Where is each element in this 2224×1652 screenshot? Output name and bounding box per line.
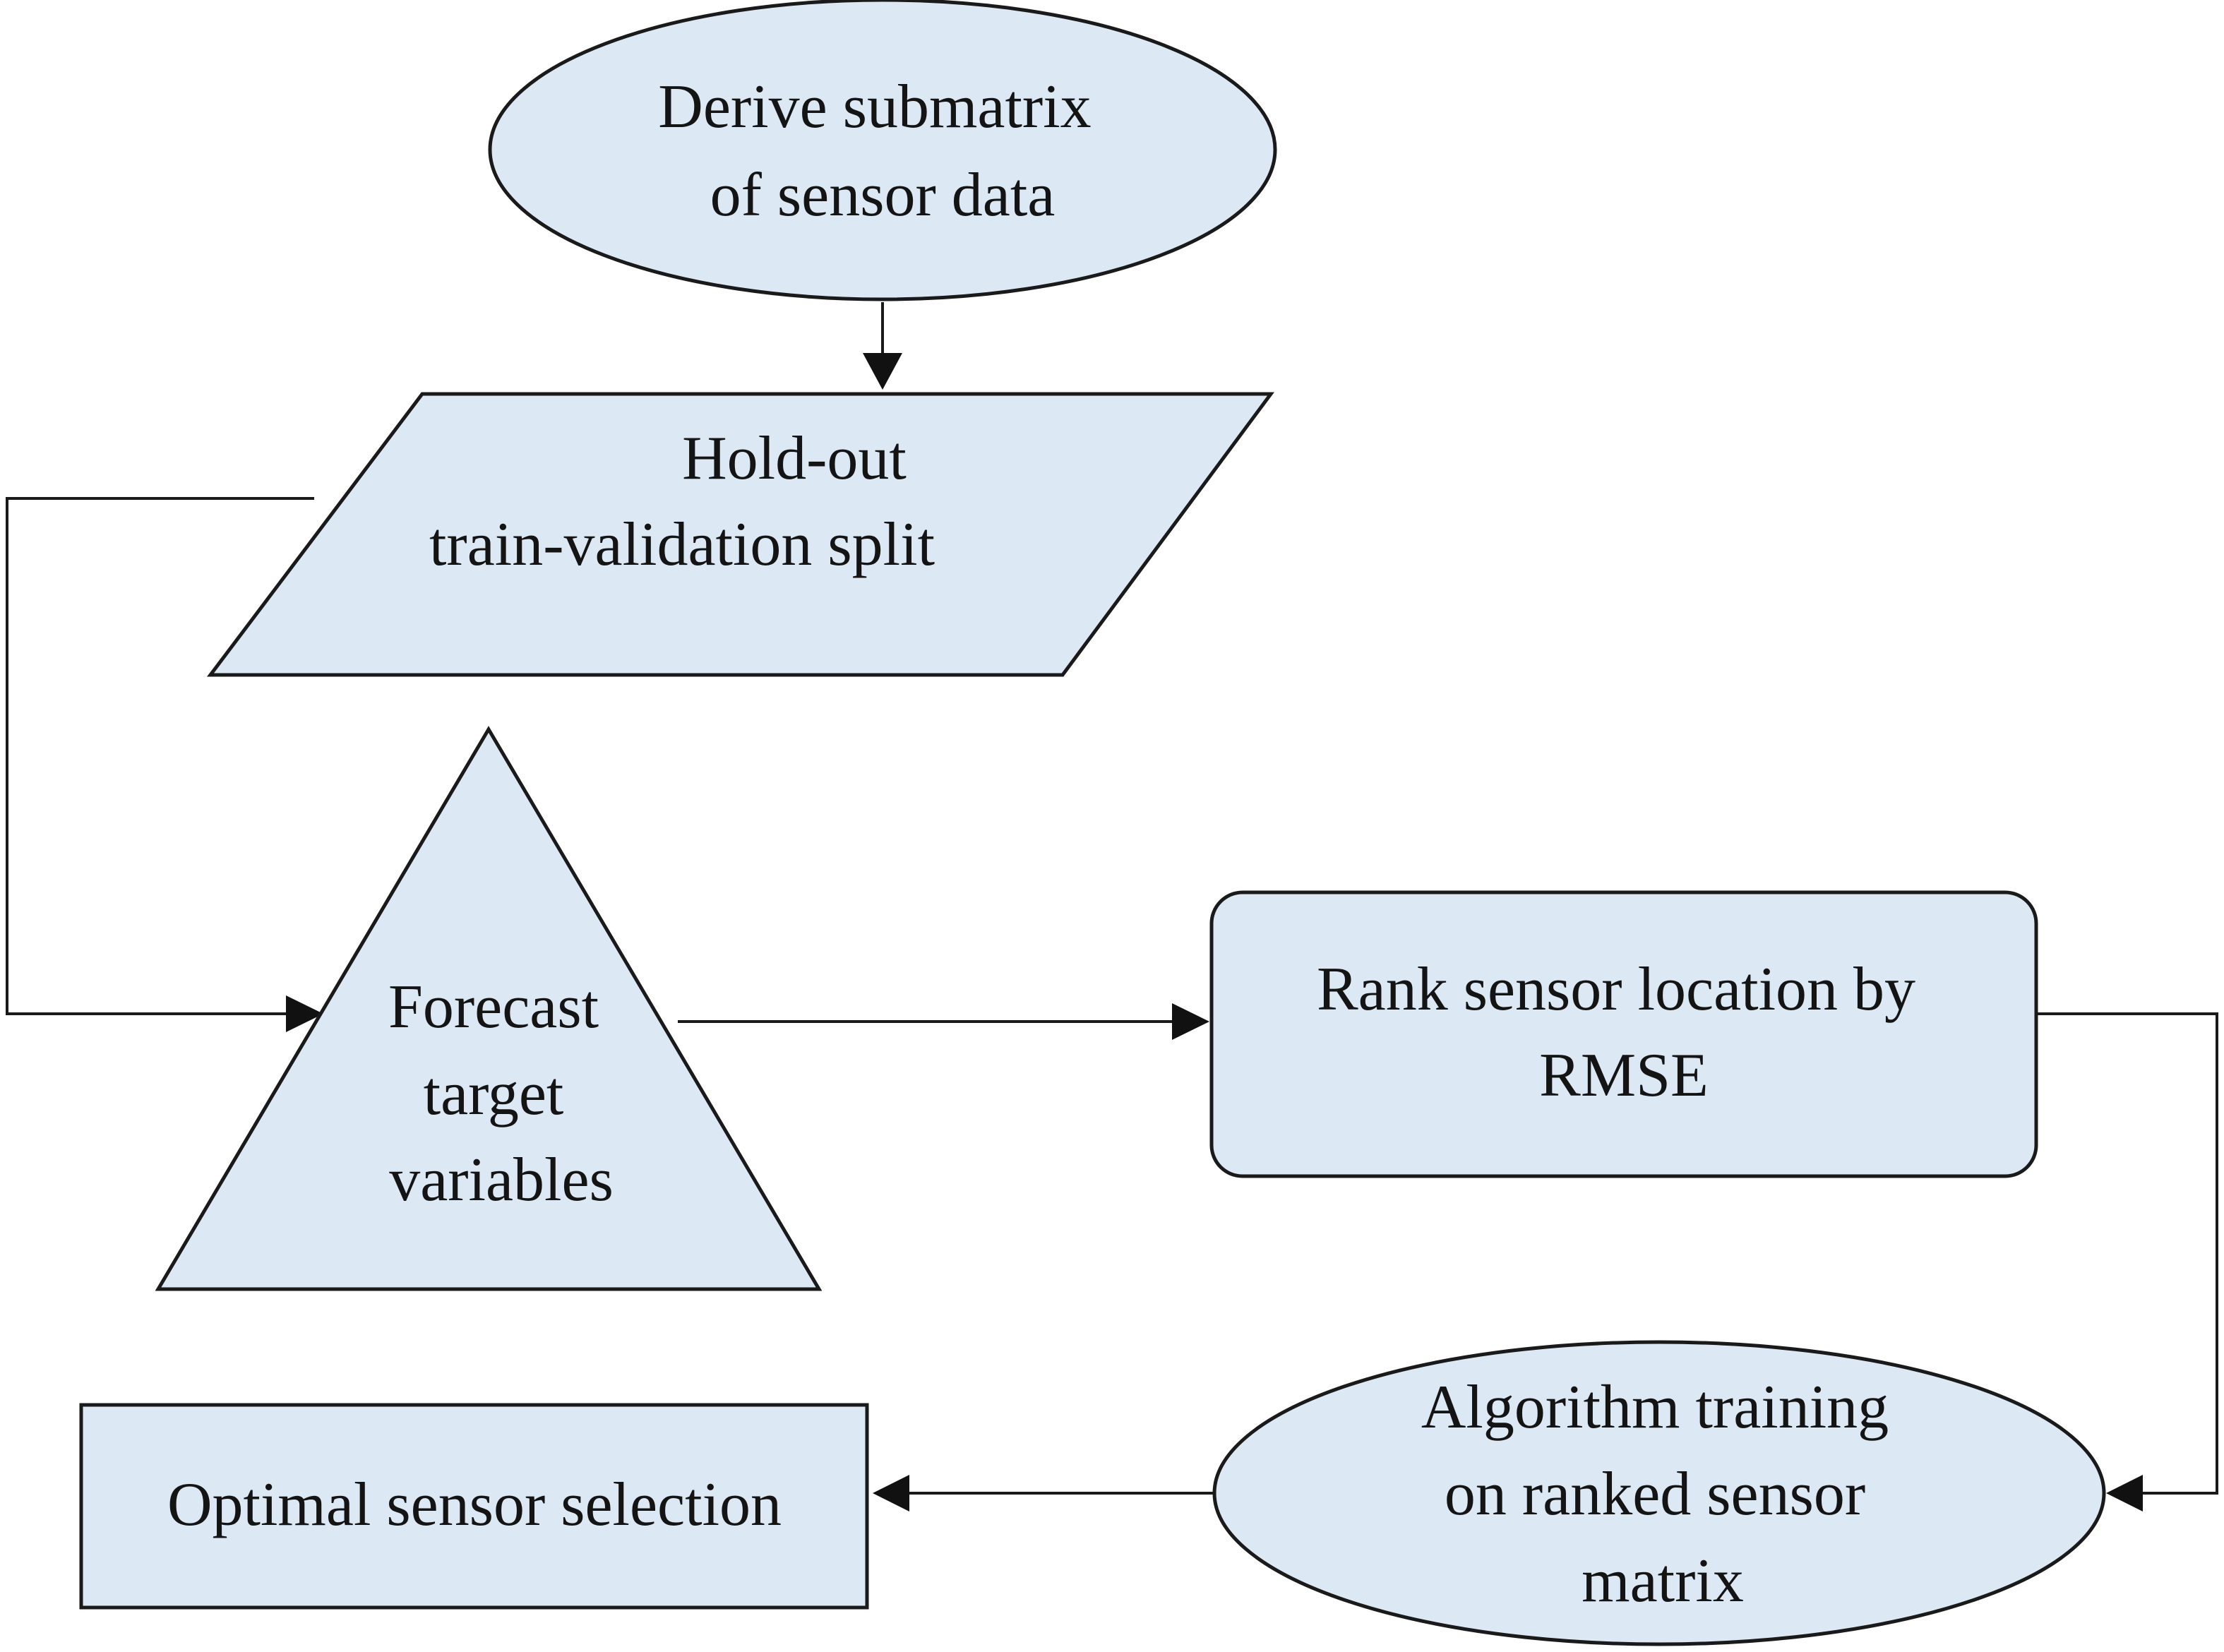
node-rank-sensor: Rank sensor location by RMSE — [1209, 890, 2038, 1178]
holdout-parallelogram — [206, 392, 1274, 677]
selection-rect — [79, 1403, 869, 1610]
forecast-triangle — [155, 726, 823, 1291]
edge-rank-to-training — [2037, 1012, 2218, 1495]
forecast-line-3: variables — [389, 1146, 614, 1214]
svg-text:Derive submatrix of sens: Derive submatrix of sensor data — [658, 73, 1106, 229]
rank-line-2: RMSE — [1539, 1041, 1709, 1110]
svg-text:Algorithm training on ra: Algorithm training on ranked sensor matr… — [1421, 1373, 1904, 1615]
training-ellipse — [1212, 1340, 2106, 1646]
rank-rounded-rect — [1209, 890, 2038, 1178]
arrowhead-holdout-to-forecast — [286, 995, 323, 1032]
svg-text:Hold-out train-validatio: Hold-out train-validation split — [429, 424, 935, 579]
forecast-line-1: Forecast — [388, 973, 599, 1041]
edge-holdout-to-forecast — [6, 497, 314, 1015]
selection-line-1: Optimal sensor selection — [167, 1471, 782, 1539]
node-forecast-targets: Forecast target variables — [155, 726, 823, 1291]
arrowhead-training-to-selection — [873, 1475, 909, 1512]
training-line-2: on ranked sensor — [1445, 1460, 1865, 1528]
training-line-1: Algorithm training — [1421, 1373, 1889, 1442]
node-holdout-split: Hold-out train-validation split — [206, 392, 1274, 677]
connectors — [6, 302, 2218, 1512]
svg-text:Forecast target va: Forecast target variables — [388, 973, 614, 1214]
node-optimal-selection: Optimal sensor selection — [79, 1403, 869, 1610]
derive-line-2: of sensor data — [710, 161, 1056, 229]
derive-ellipse — [488, 0, 1277, 301]
arrowhead-rank-to-training — [2106, 1475, 2143, 1512]
node-derive-submatrix: Derive submatrix of sensor data — [488, 0, 1277, 301]
rank-line-1: Rank sensor location by — [1317, 955, 1915, 1024]
holdout-line-2: train-validation split — [429, 510, 935, 579]
node-algorithm-training: Algorithm training on ranked sensor matr… — [1212, 1340, 2106, 1646]
arrowhead-derive-to-holdout — [863, 353, 902, 390]
svg-text:Optimal sensor selection: Optimal sensor selection — [167, 1471, 782, 1539]
training-line-3: matrix — [1582, 1547, 1744, 1615]
derive-line-1: Derive submatrix — [658, 73, 1091, 141]
forecast-line-2: target — [424, 1060, 564, 1128]
holdout-line-1: Hold-out — [682, 424, 907, 493]
arrowhead-forecast-to-rank — [1172, 1003, 1209, 1040]
svg-text:Rank sensor location by: Rank sensor location by RMSE — [1317, 955, 1931, 1110]
